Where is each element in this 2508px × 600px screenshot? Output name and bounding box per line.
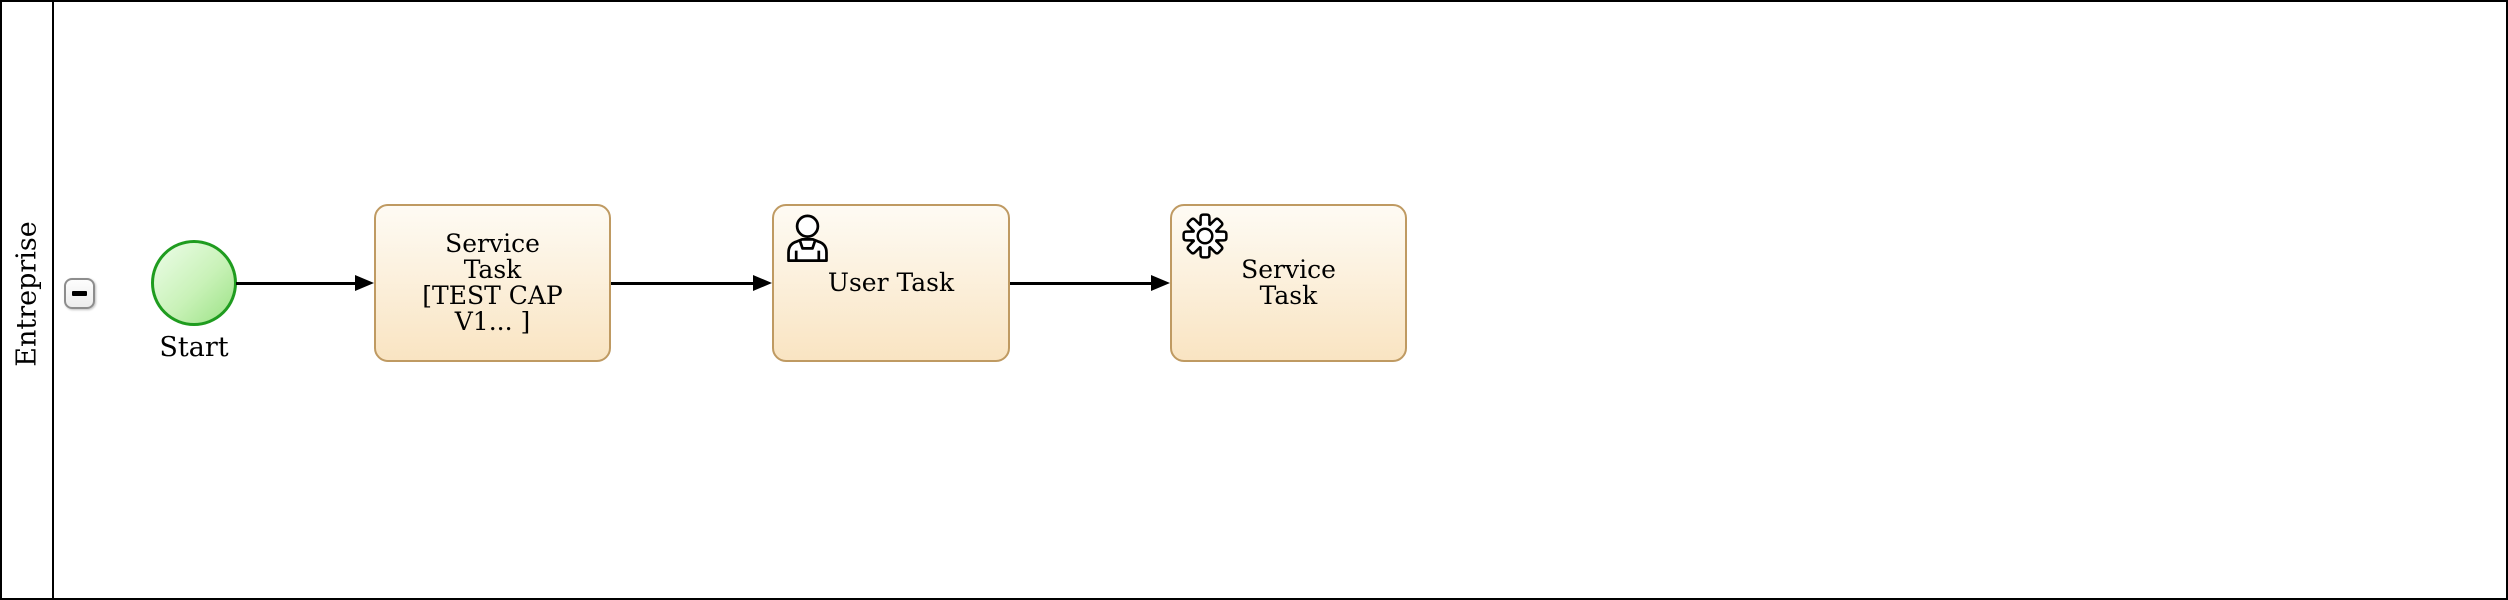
arrowhead-icon xyxy=(1151,275,1170,291)
start-event-label: Start xyxy=(159,332,229,363)
lane-collapse-button[interactable] xyxy=(64,278,95,309)
minus-icon xyxy=(72,291,87,296)
flow-line xyxy=(1010,281,1155,285)
lane-label: Entreprise xyxy=(11,221,43,367)
sequence-flow-start-to-service-task-1[interactable] xyxy=(236,275,374,291)
flow-line xyxy=(236,281,359,285)
gear-icon xyxy=(1182,213,1228,259)
task-label: Service Task xyxy=(1241,255,1336,310)
arrowhead-icon xyxy=(355,275,374,291)
flow-line xyxy=(610,281,757,285)
user-task-node[interactable]: User Task xyxy=(772,204,1010,362)
user-icon xyxy=(787,214,828,262)
task-label: User Task xyxy=(827,268,955,297)
service-task-1-node[interactable]: Service Task [TEST CAP V1... ] xyxy=(374,204,611,362)
task-label: Service Task [TEST CAP V1... ] xyxy=(422,229,563,336)
sequence-flow-service-task-1-to-user-task[interactable] xyxy=(610,275,772,291)
service-task-2-node[interactable]: Service Task xyxy=(1170,204,1407,362)
sequence-flow-user-task-to-service-task-2[interactable] xyxy=(1010,275,1170,291)
arrowhead-icon xyxy=(753,275,772,291)
lane-header-entreprise[interactable]: Entreprise xyxy=(2,2,54,598)
start-event-node[interactable] xyxy=(151,240,237,326)
